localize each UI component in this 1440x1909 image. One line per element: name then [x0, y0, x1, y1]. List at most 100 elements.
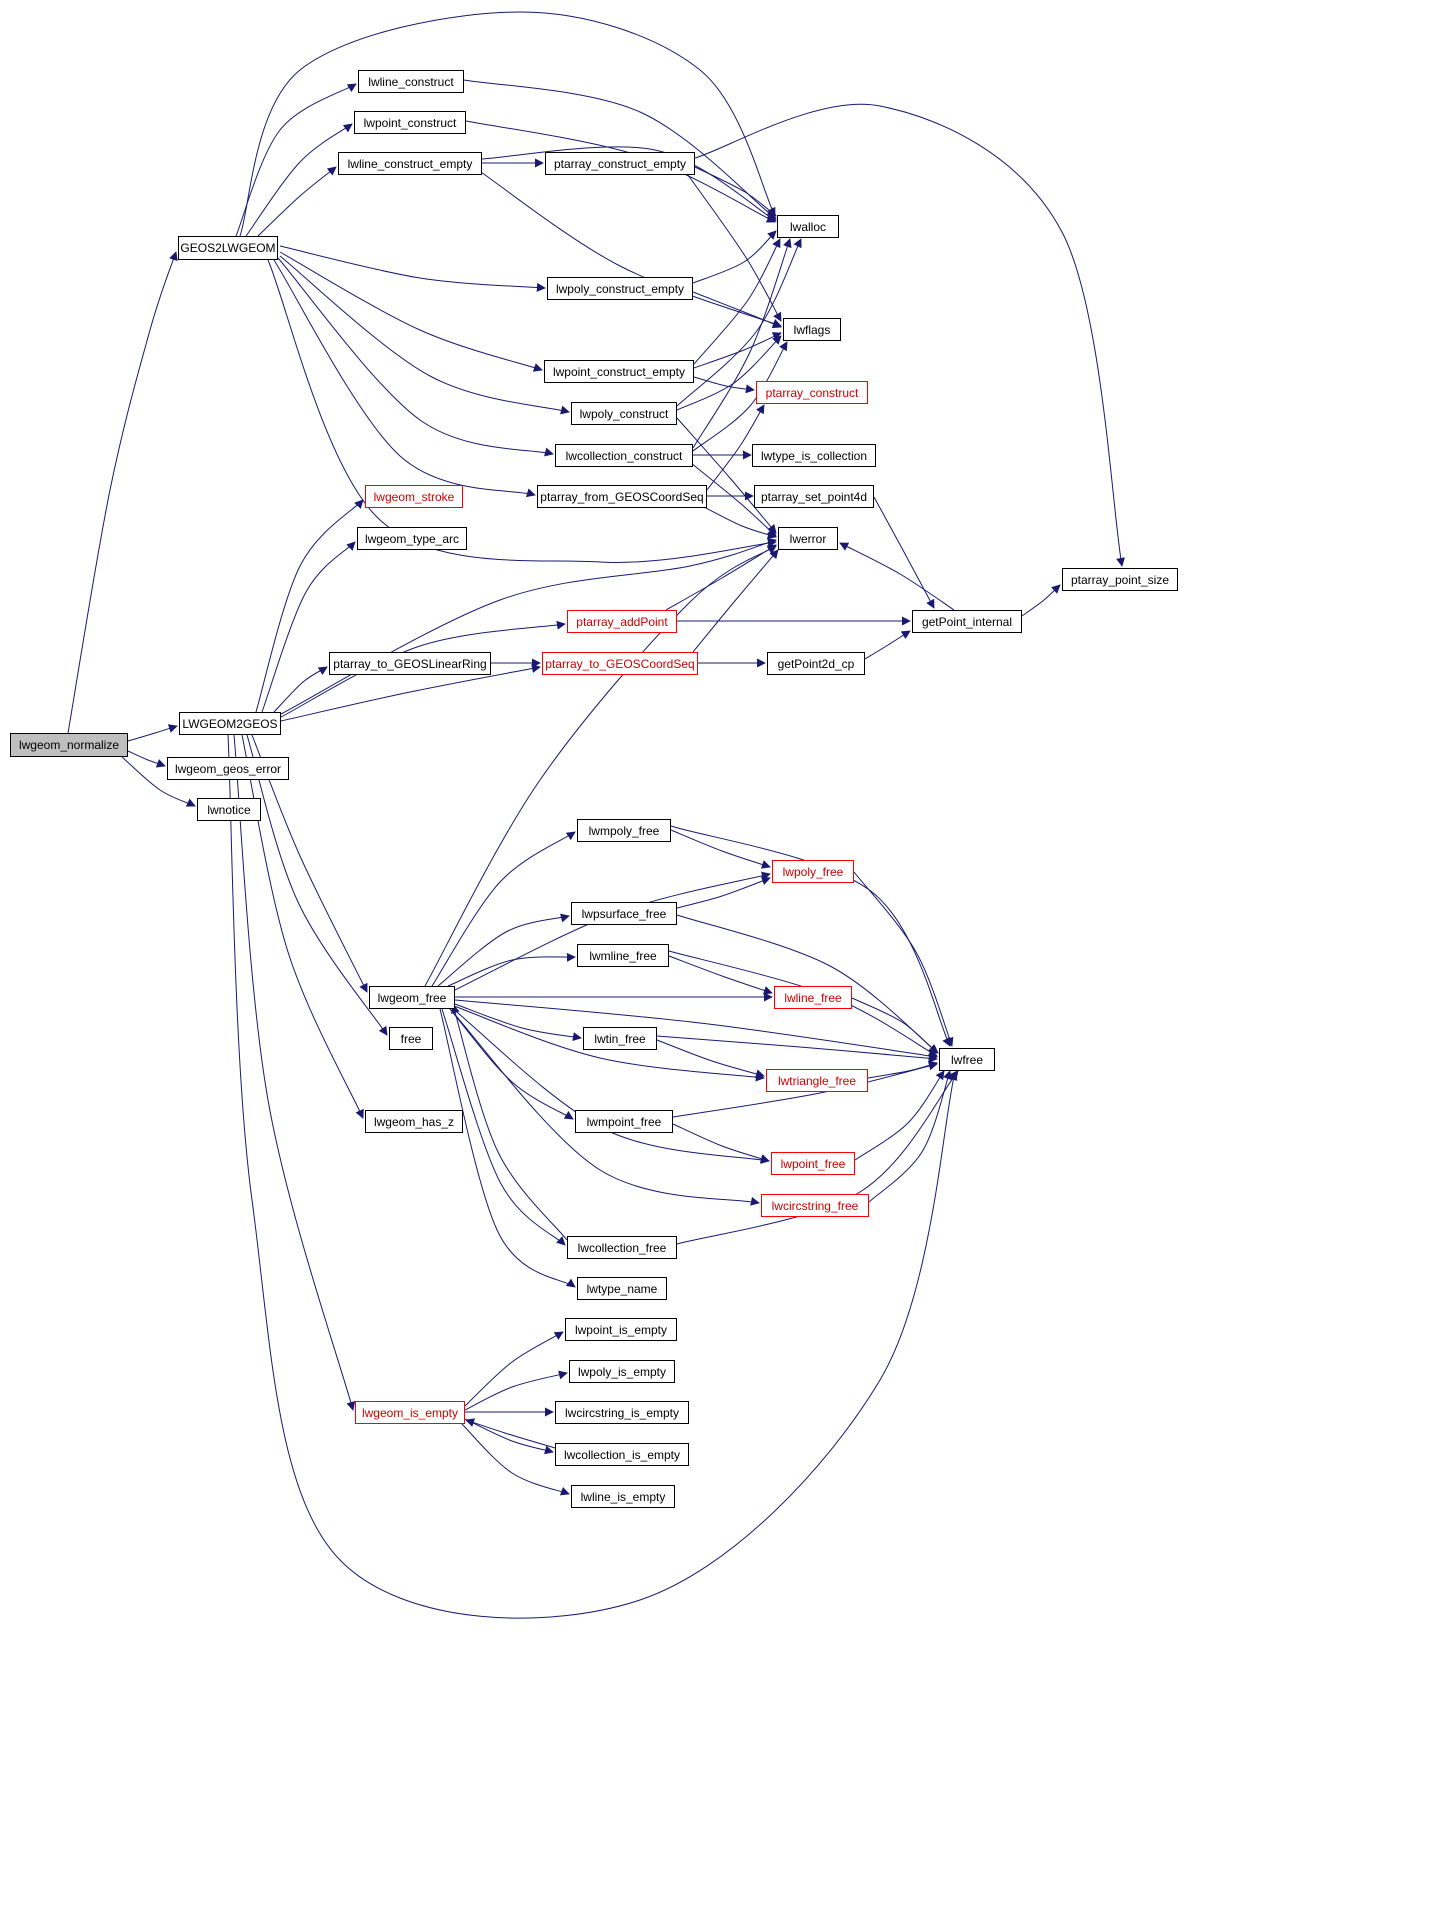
edge-getPoint2d_cp-to-getPoint_internal	[864, 630, 911, 660]
node-lwpoly_construct[interactable]: lwpoly_construct	[571, 402, 677, 425]
edge-GEOS2LWGEOM-to-lwpoly_construct	[279, 255, 570, 415]
node-lwmpoint_free[interactable]: lwmpoint_free	[575, 1110, 673, 1133]
edge-lwline_construct_empty-to-lwflags	[477, 169, 782, 328]
edge-GEOS2LWGEOM-to-lwpoint_construct_empty	[279, 251, 543, 372]
node-lwerror[interactable]: lwerror	[778, 527, 838, 550]
node-lwpoint_is_empty[interactable]: lwpoint_is_empty	[565, 1318, 677, 1341]
node-lwgeom_free[interactable]: lwgeom_free	[369, 986, 455, 1009]
edge-GEOS2LWGEOM-to-lwline_construct	[235, 83, 357, 237]
edge-GEOS2LWGEOM-to-lwcollection_construct	[277, 257, 554, 457]
node-getPoint_internal[interactable]: getPoint_internal	[912, 610, 1022, 633]
node-lwnotice[interactable]: lwnotice	[197, 798, 261, 821]
edge-GEOS2LWGEOM-to-lwpoly_construct_empty	[279, 245, 546, 292]
node-lwcircstring_free[interactable]: lwcircstring_free	[761, 1194, 869, 1217]
node-lwtype_name[interactable]: lwtype_name	[577, 1277, 667, 1300]
edge-GEOS2LWGEOM-to-lwline_construct_empty	[257, 166, 337, 237]
node-lwline_free[interactable]: lwline_free	[774, 986, 852, 1009]
node-lwmpoly_free[interactable]: lwmpoly_free	[577, 819, 671, 842]
node-free[interactable]: free	[389, 1027, 433, 1050]
edge-lwmpoint_free-to-lwpoint_free	[672, 1123, 770, 1163]
node-lwpoly_free[interactable]: lwpoly_free	[772, 860, 854, 883]
node-lwtype_is_collection[interactable]: lwtype_is_collection	[752, 444, 876, 467]
node-ptarray_addPoint[interactable]: ptarray_addPoint	[567, 610, 677, 633]
node-lwcollection_free[interactable]: lwcollection_free	[567, 1236, 677, 1259]
edge-GEOS2LWGEOM-to-lwerror	[267, 259, 777, 563]
edge-LWGEOM2GEOS-to-ptarray_to_GEOSLinearRing	[273, 666, 328, 713]
edge-GEOS2LWGEOM-to-lwpoint_construct	[245, 123, 353, 237]
node-lwtriangle_free[interactable]: lwtriangle_free	[766, 1069, 868, 1092]
edge-lwmpoly_free-to-lwpoly_free	[670, 829, 771, 869]
edge-lwgeom_is_empty-to-lwline_is_empty	[460, 1422, 570, 1496]
node-lwline_is_empty[interactable]: lwline_is_empty	[571, 1485, 675, 1508]
edge-ptarray_to_GEOSCoordSeq-to-lwerror	[692, 549, 779, 653]
node-lwgeom_normalize[interactable]: lwgeom_normalize	[10, 733, 128, 757]
edge-lwmpoly_free-to-lwfree	[670, 825, 951, 1047]
node-lwtin_free[interactable]: lwtin_free	[583, 1027, 657, 1050]
edge-lwgeom_normalize-to-lwnotice	[121, 756, 196, 807]
node-ptarray_construct_empty[interactable]: ptarray_construct_empty	[545, 152, 695, 175]
edge-lwpoly_construct-to-lwflags	[676, 335, 782, 411]
node-lwalloc[interactable]: lwalloc	[777, 215, 839, 238]
node-lwpoly_construct_empty[interactable]: lwpoly_construct_empty	[547, 277, 693, 300]
edge-ptarray_construct_empty-to-ptarray_point_size	[694, 103, 1126, 567]
edge-lwpoly_construct_empty-to-lwalloc	[692, 230, 777, 284]
edge-lwcollection_free-to-lwfree	[676, 1070, 959, 1245]
node-lwfree[interactable]: lwfree	[939, 1048, 995, 1071]
edge-LWGEOM2GEOS-to-ptarray_addPoint	[280, 620, 566, 718]
node-lwcollection_construct[interactable]: lwcollection_construct	[555, 444, 693, 467]
edge-lwline_construct-to-lwalloc	[463, 79, 777, 220]
edge-LWGEOM2GEOS-to-lwgeom_is_empty	[233, 734, 356, 1411]
node-lwcollection_is_empty[interactable]: lwcollection_is_empty	[555, 1443, 689, 1466]
edge-lwgeom_normalize-to-lwgeom_geos_error	[127, 750, 166, 768]
node-lwgeom_has_z[interactable]: lwgeom_has_z	[365, 1110, 463, 1133]
node-lwpoint_construct_empty[interactable]: lwpoint_construct_empty	[544, 360, 694, 383]
node-LWGEOM2GEOS[interactable]: LWGEOM2GEOS	[179, 712, 281, 735]
edge-LWGEOM2GEOS-to-lwgeom_stroke	[255, 499, 364, 713]
edge-ptarray_from_GEOSCoordSeq-to-lwerror	[703, 506, 777, 539]
edge-getPoint_internal-to-lwerror	[839, 542, 955, 611]
node-lwline_construct_empty[interactable]: lwline_construct_empty	[338, 152, 482, 175]
node-lwpsurface_free[interactable]: lwpsurface_free	[571, 902, 677, 925]
edge-lwpoly_construct-to-lwalloc	[676, 238, 802, 407]
node-ptarray_to_GEOSLinearRing[interactable]: ptarray_to_GEOSLinearRing	[329, 652, 491, 675]
edge-lwgeom_free-to-lwerror	[424, 545, 777, 987]
node-ptarray_from_GEOSCoordSeq[interactable]: ptarray_from_GEOSCoordSeq	[537, 485, 707, 508]
node-ptarray_set_point4d[interactable]: ptarray_set_point4d	[754, 485, 874, 508]
node-lwpoint_free[interactable]: lwpoint_free	[771, 1152, 855, 1175]
node-ptarray_construct[interactable]: ptarray_construct	[756, 381, 868, 404]
edge-lwcollection_construct-to-lwflags	[692, 341, 788, 452]
edge-LWGEOM2GEOS-to-lwerror	[280, 538, 777, 715]
edge-layer	[67, 11, 1126, 1619]
edge-lwgeom_normalize-to-LWGEOM2GEOS	[127, 724, 178, 742]
edge-lwpoint_free-to-lwfree	[854, 1070, 945, 1161]
node-lwpoly_is_empty[interactable]: lwpoly_is_empty	[569, 1360, 675, 1383]
edge-lwgeom_free-to-lwtype_name	[439, 1008, 576, 1288]
edge-lwpoly_free-to-lwfree	[853, 871, 954, 1047]
node-getPoint2d_cp[interactable]: getPoint2d_cp	[767, 652, 865, 675]
node-lwgeom_is_empty[interactable]: lwgeom_is_empty	[355, 1401, 465, 1424]
edge-lwpoly_construct_empty-to-lwflags	[692, 291, 782, 329]
node-lwcircstring_is_empty[interactable]: lwcircstring_is_empty	[555, 1401, 689, 1424]
node-lwgeom_geos_error[interactable]: lwgeom_geos_error	[167, 757, 289, 780]
node-GEOS2LWGEOM[interactable]: GEOS2LWGEOM	[178, 236, 278, 260]
edge-lwmline_free-to-lwline_free	[668, 955, 773, 995]
edge-lwcircstring_free-to-lwfree	[868, 1070, 952, 1203]
edge-lwgeom_free-to-lwmline_free	[447, 952, 576, 987]
node-lwflags[interactable]: lwflags	[783, 318, 841, 341]
node-ptarray_to_GEOSCoordSeq[interactable]: ptarray_to_GEOSCoordSeq	[542, 652, 698, 675]
node-lwmline_free[interactable]: lwmline_free	[577, 944, 669, 967]
edge-ptarray_construct_empty-to-lwalloc	[694, 166, 777, 217]
edge-LWGEOM2GEOS-to-lwfree	[227, 734, 958, 1619]
node-ptarray_point_size[interactable]: ptarray_point_size	[1062, 568, 1178, 591]
edge-lwgeom_normalize-to-GEOS2LWGEOM	[67, 251, 178, 734]
edge-lwgeom_free-to-lwtriangle_free	[453, 1005, 765, 1082]
edge-GEOS2LWGEOM-to-lwalloc	[239, 11, 776, 237]
node-lwline_construct[interactable]: lwline_construct	[358, 70, 464, 93]
node-lwgeom_stroke[interactable]: lwgeom_stroke	[365, 485, 463, 508]
node-lwgeom_type_arc[interactable]: lwgeom_type_arc	[357, 527, 467, 550]
node-lwpoint_construct[interactable]: lwpoint_construct	[354, 111, 466, 134]
edge-lwpoint_construct_empty-to-lwalloc	[693, 238, 781, 365]
edge-lwtriangle_free-to-lwfree	[867, 1060, 938, 1079]
edge-lwline_free-to-lwfree	[851, 997, 938, 1054]
edge-GEOS2LWGEOM-to-ptarray_from_GEOSCoordSeq	[273, 259, 536, 498]
